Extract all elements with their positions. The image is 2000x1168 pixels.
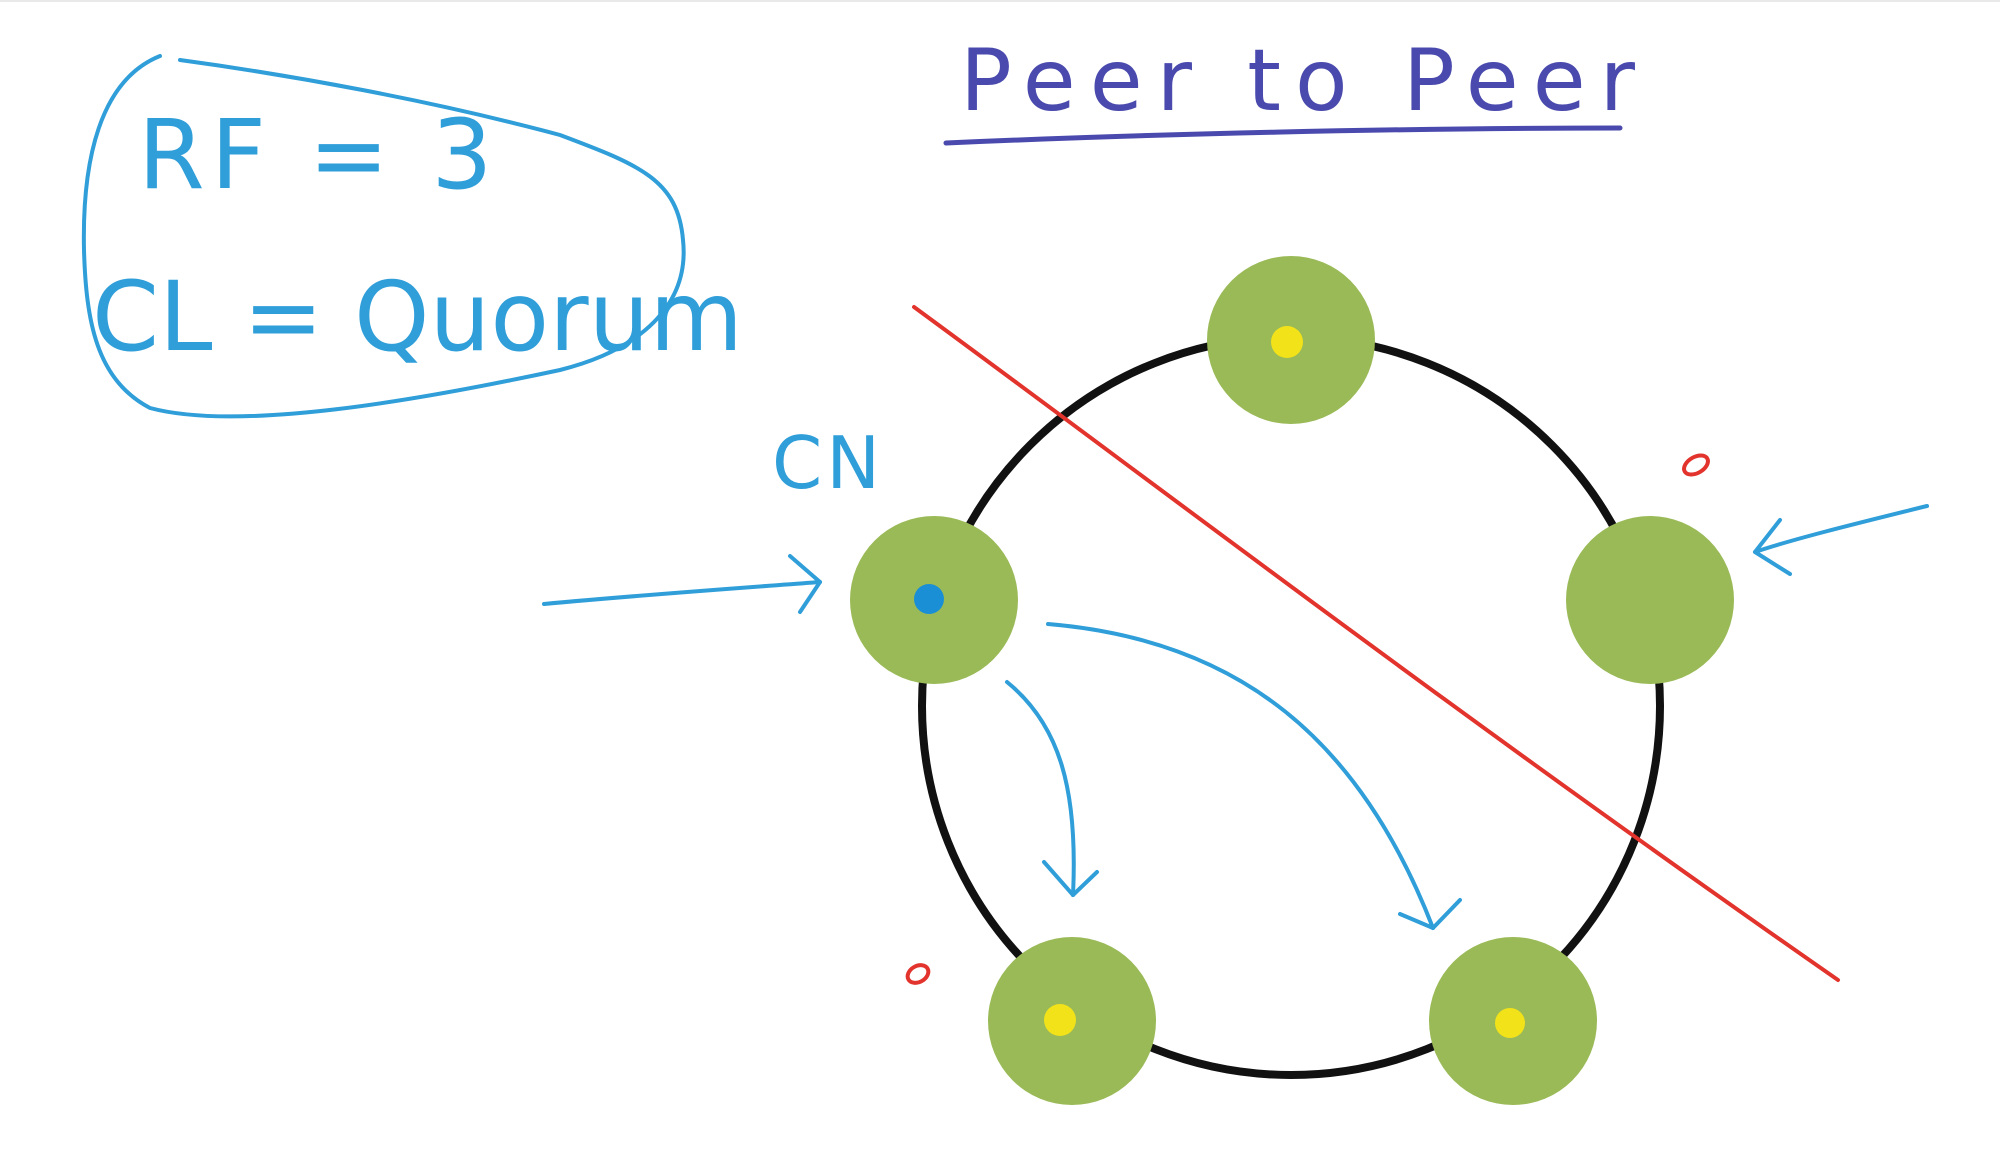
replication-arrow-bottom-right (1046, 622, 1462, 930)
diagram-title: Peer to Peer (960, 31, 1649, 131)
coordinator-label: CN (772, 421, 884, 505)
node-top (1207, 256, 1375, 424)
notes-loop (81, 54, 686, 419)
red-mark-right (1682, 453, 1710, 477)
network-partition-line (912, 305, 1840, 982)
red-mark-left (905, 963, 931, 985)
node-bottom-right (1429, 937, 1597, 1105)
note-rf: RF = 3 (138, 99, 498, 211)
note-cl: CL = Quorum (92, 261, 743, 373)
node-right (1566, 516, 1734, 684)
client-request-arrow-left (542, 554, 822, 614)
client-request-arrow-right (1753, 504, 1929, 576)
top-border (0, 0, 2000, 2)
node-left (850, 516, 1018, 684)
replica-dot (1044, 1004, 1076, 1036)
title-underline (943, 125, 1623, 146)
replica-dot (1271, 326, 1303, 358)
replication-arrow-bottom-left (1005, 680, 1099, 897)
node-bottom-left (988, 937, 1156, 1105)
replica-dot (1495, 1008, 1525, 1038)
coordinator-dot (914, 584, 944, 614)
